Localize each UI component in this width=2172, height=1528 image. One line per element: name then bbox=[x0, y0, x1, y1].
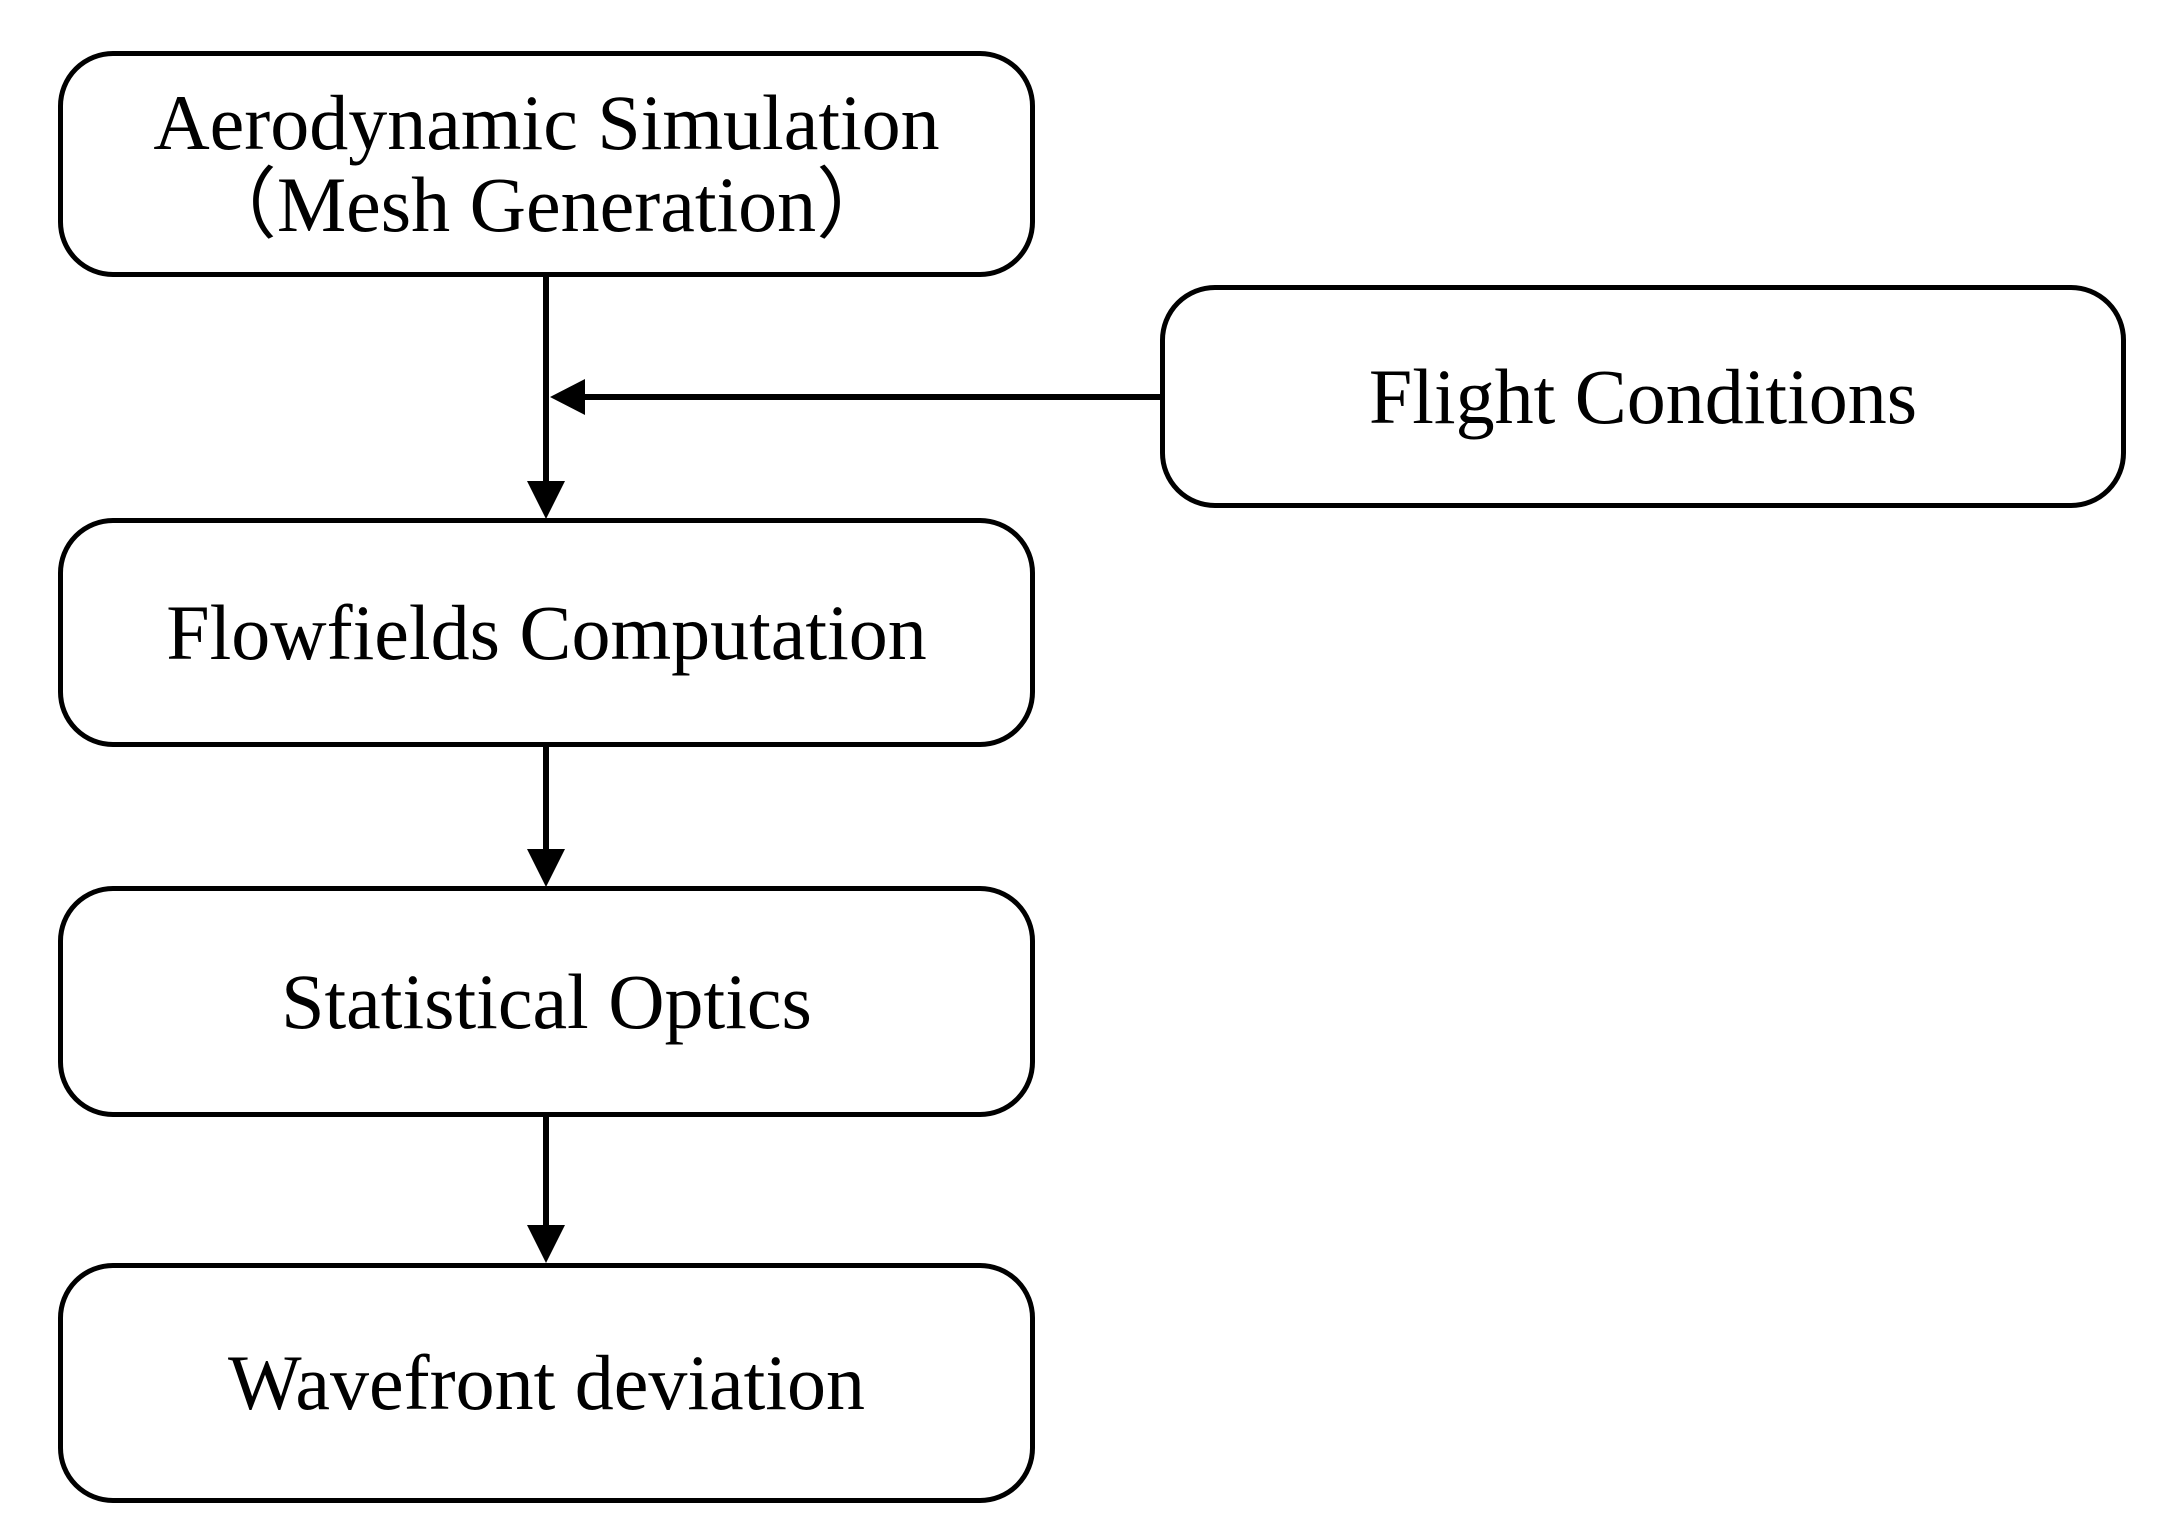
arrow-flowfields-to-statistical bbox=[527, 747, 565, 887]
arrowhead-left-icon bbox=[550, 379, 585, 415]
node-wavefront-deviation: Wavefront deviation bbox=[58, 1263, 1035, 1503]
node-flowfields-computation-label: Flowfields Computation bbox=[166, 588, 927, 676]
node-aerodynamic-simulation: Aerodynamic Simulation （Mesh Generation） bbox=[58, 51, 1035, 277]
arrow-statistical-to-wavefront bbox=[527, 1117, 565, 1263]
node-flight-conditions-label: Flight Conditions bbox=[1368, 352, 1918, 440]
arrowhead-down-icon bbox=[527, 849, 565, 887]
node-statistical-optics-label: Statistical Optics bbox=[281, 957, 812, 1045]
arrow-flight-to-connector bbox=[550, 379, 1160, 415]
node-flowfields-computation: Flowfields Computation bbox=[58, 518, 1035, 747]
node-statistical-optics: Statistical Optics bbox=[58, 886, 1035, 1117]
node-wavefront-deviation-label: Wavefront deviation bbox=[228, 1339, 865, 1426]
arrowhead-down-icon bbox=[527, 1225, 565, 1263]
arrow-aerodynamic-to-flowfields bbox=[527, 277, 565, 519]
node-aerodynamic-simulation-label-line2: （Mesh Generation） bbox=[198, 161, 895, 248]
node-flight-conditions: Flight Conditions bbox=[1160, 285, 2126, 508]
node-aerodynamic-simulation-label-line1: Aerodynamic Simulation bbox=[153, 79, 940, 166]
arrowhead-down-icon bbox=[527, 481, 565, 519]
